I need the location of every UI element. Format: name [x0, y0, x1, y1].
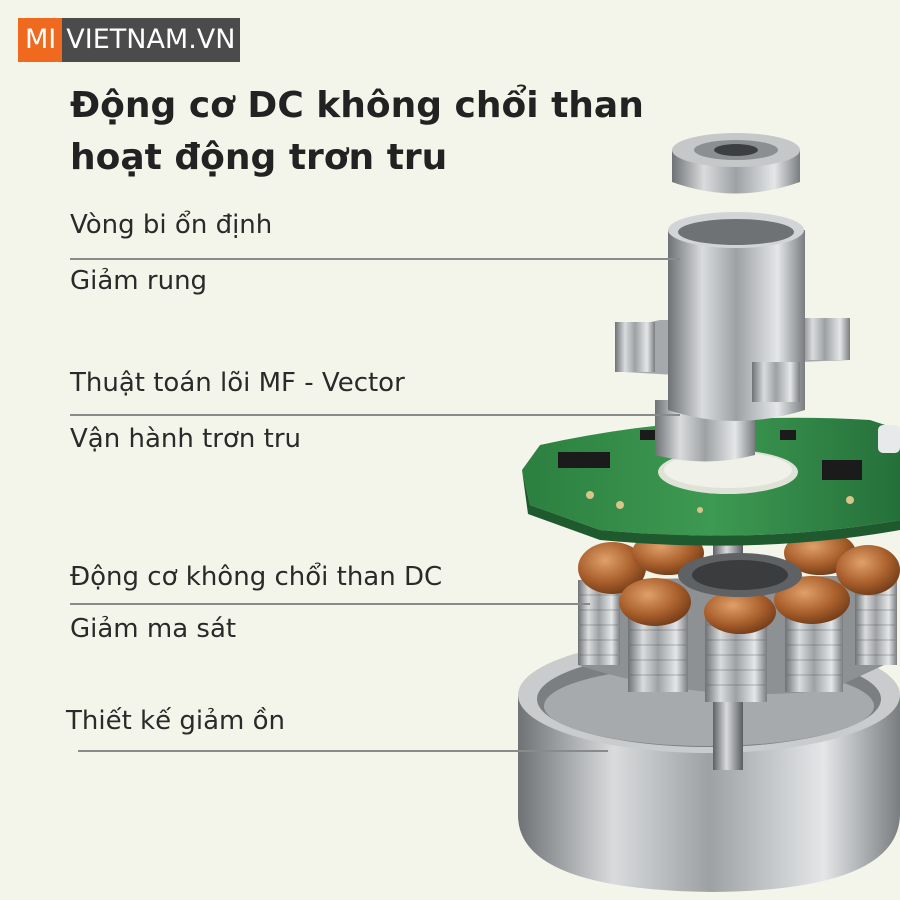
feature-3-leader-line — [70, 603, 590, 605]
motor-stator — [578, 531, 900, 702]
page-title-line-2: hoạt động trơn tru — [70, 137, 448, 178]
page-title: Động cơ DC không chổi than hoạt động trơ… — [70, 80, 644, 184]
brand-logo: MI VIETNAM.VN — [18, 18, 241, 62]
motor-control-board — [522, 417, 900, 546]
feature-4-title: Thiết kế giảm ồn — [66, 706, 285, 736]
feature-1-leader-line — [70, 258, 680, 260]
feature-4-leader-line — [78, 750, 608, 752]
ball-bearing — [672, 133, 800, 194]
feature-1-subtitle: Giảm rung — [70, 266, 208, 296]
page-title-line-1: Động cơ DC không chổi than — [70, 85, 644, 126]
brand-logo-text: VIETNAM.VN — [62, 18, 241, 62]
bearing-housing — [615, 212, 850, 462]
feature-2-leader-line — [70, 414, 680, 416]
feature-1-title: Vòng bi ổn định — [70, 210, 273, 240]
feature-3-title: Động cơ không chổi than DC — [70, 562, 443, 592]
brand-logo-prefix: MI — [18, 18, 63, 62]
feature-2-subtitle: Vận hành trơn tru — [70, 424, 301, 454]
feature-2-title: Thuật toán lõi MF - Vector — [70, 368, 405, 398]
feature-3-subtitle: Giảm ma sát — [70, 614, 237, 644]
